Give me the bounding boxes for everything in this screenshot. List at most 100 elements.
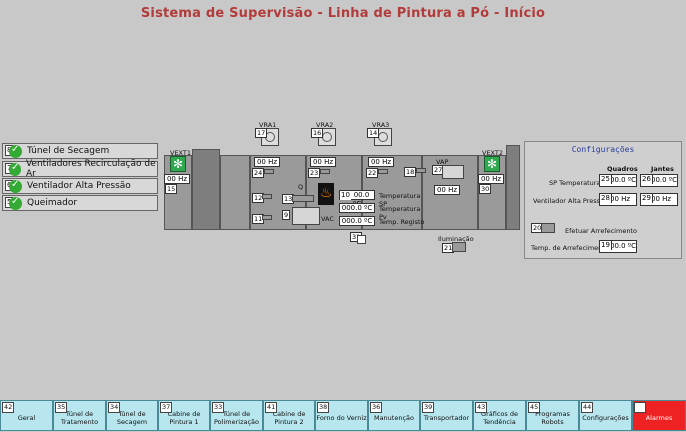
vext1-label: VEXT1 bbox=[170, 149, 191, 157]
vra2-index[interactable]: 16 bbox=[311, 128, 324, 138]
vap-value: 00 Hz bbox=[434, 185, 460, 195]
vap-button[interactable] bbox=[416, 168, 426, 173]
vra1-lower-index[interactable]: 24 bbox=[252, 168, 265, 178]
vra2-button[interactable] bbox=[320, 169, 330, 174]
module-exit bbox=[506, 145, 520, 230]
status-ventiladores-recirculacao[interactable]: 7 Ventiladores Recirculação de Ar bbox=[2, 159, 158, 179]
col-quadros: Quadros bbox=[607, 165, 638, 173]
q-button[interactable] bbox=[292, 195, 314, 202]
status-label: Queimador bbox=[27, 198, 78, 208]
nav-index: 42 bbox=[2, 402, 15, 413]
status-label: Túnel de Secagem bbox=[27, 146, 110, 156]
cooltemp-label: Temp. de Arrefecimento bbox=[531, 244, 609, 252]
status-label: Ventilador Alta Pressão bbox=[27, 181, 131, 191]
nav-index: 40 bbox=[634, 402, 647, 413]
nav-label: Transportador bbox=[423, 413, 470, 422]
vap-quadros-index: 28 bbox=[600, 194, 612, 203]
nav-label: Túnel de Tratamento bbox=[60, 409, 99, 426]
vra2-label: VRA2 bbox=[316, 121, 334, 129]
vra1-index[interactable]: 17 bbox=[255, 128, 268, 138]
check-icon bbox=[9, 162, 21, 176]
temp-sp-label: Temperatura SP bbox=[379, 192, 421, 208]
vra3-button[interactable] bbox=[378, 169, 388, 174]
nav-index: 41 bbox=[265, 402, 278, 413]
nav-index: 37 bbox=[160, 402, 173, 413]
fan-icon[interactable]: ✻ bbox=[484, 156, 500, 172]
sp-jantes-value: 00.0 ºC bbox=[651, 176, 677, 184]
status-queimador[interactable]: 5 Queimador bbox=[2, 195, 158, 211]
nav-label: Forno do Verniz bbox=[316, 413, 367, 422]
vext2-label: VEXT2 bbox=[482, 149, 503, 157]
temperature-panel: 10 00.0 ºC Temperatura SP 000.0 ºC Tempe… bbox=[339, 190, 427, 230]
temp-pv-label: Temperatura Pv bbox=[379, 205, 421, 221]
cool-button[interactable] bbox=[541, 223, 555, 233]
temp-trend-button[interactable] bbox=[357, 235, 366, 244]
vac-label: VAC bbox=[321, 215, 334, 223]
vap-motor-icon[interactable] bbox=[442, 165, 464, 179]
vext2-index[interactable]: 30 bbox=[479, 184, 492, 194]
nav-label: Túnel de Polimerização bbox=[213, 409, 259, 426]
status-tunel-secagem[interactable]: 8 Túnel de Secagem bbox=[2, 143, 158, 159]
vra1-button[interactable] bbox=[264, 169, 274, 174]
vra2-value: 00 Hz bbox=[310, 157, 336, 167]
ilum-label: Iluminação bbox=[438, 235, 474, 243]
nav-index: 38 bbox=[317, 402, 330, 413]
nav-label: Alarmes bbox=[645, 413, 673, 422]
vap-jantes-index: 29 bbox=[641, 194, 653, 203]
misc-button[interactable] bbox=[262, 194, 272, 199]
vra3-lower-index[interactable]: 22 bbox=[366, 168, 379, 178]
nav-index: 34 bbox=[108, 402, 121, 413]
sp-quadros-value: 00.0 ºC bbox=[610, 176, 636, 184]
burner: ♨ bbox=[318, 183, 334, 205]
ilum-button[interactable] bbox=[452, 242, 466, 252]
vac-index[interactable]: 9 bbox=[282, 210, 291, 220]
cooltemp-value: 00.0 ºC bbox=[610, 242, 636, 250]
misc-button[interactable] bbox=[262, 215, 272, 220]
vra1-value: 00 Hz bbox=[254, 157, 280, 167]
vra3-index[interactable]: 14 bbox=[367, 128, 380, 138]
vra2-lower-index[interactable]: 23 bbox=[308, 168, 321, 178]
nav-label: Manutenção bbox=[373, 413, 415, 422]
vext1-value: 00 Hz bbox=[164, 174, 190, 184]
vext1-index[interactable]: 15 bbox=[165, 184, 178, 194]
temp-sp-value: 10 00.0 ºC bbox=[339, 190, 375, 208]
module bbox=[220, 155, 250, 230]
q-label: Q bbox=[298, 183, 304, 191]
vap-quadros-value: 00 Hz bbox=[610, 195, 631, 203]
nav-label: Configurações bbox=[582, 413, 629, 422]
vap-label: VAP bbox=[436, 158, 449, 166]
check-icon bbox=[9, 196, 22, 210]
vap-lower-index[interactable]: 18 bbox=[404, 167, 417, 177]
nav-index: 35 bbox=[55, 402, 68, 413]
col-jantes: Jantes bbox=[651, 165, 674, 173]
nav-index: 44 bbox=[581, 402, 594, 413]
sp-quadros-index: 25 bbox=[600, 175, 612, 184]
fan-icon[interactable]: ✻ bbox=[170, 156, 186, 172]
status-ventilador-alta-pressao[interactable]: 6 Ventilador Alta Pressão bbox=[2, 178, 158, 194]
vap-jantes-value: 00 Hz bbox=[651, 195, 672, 203]
nav-label: Gráficos de Tendência bbox=[481, 409, 518, 426]
temp-registo-label: Temp. Registo bbox=[379, 218, 425, 226]
status-label: Ventiladores Recirculação de Ar bbox=[25, 159, 156, 179]
vac-motor-icon[interactable] bbox=[292, 207, 320, 225]
flame-icon: ♨ bbox=[320, 185, 333, 201]
vra1-label: VRA1 bbox=[259, 121, 277, 129]
